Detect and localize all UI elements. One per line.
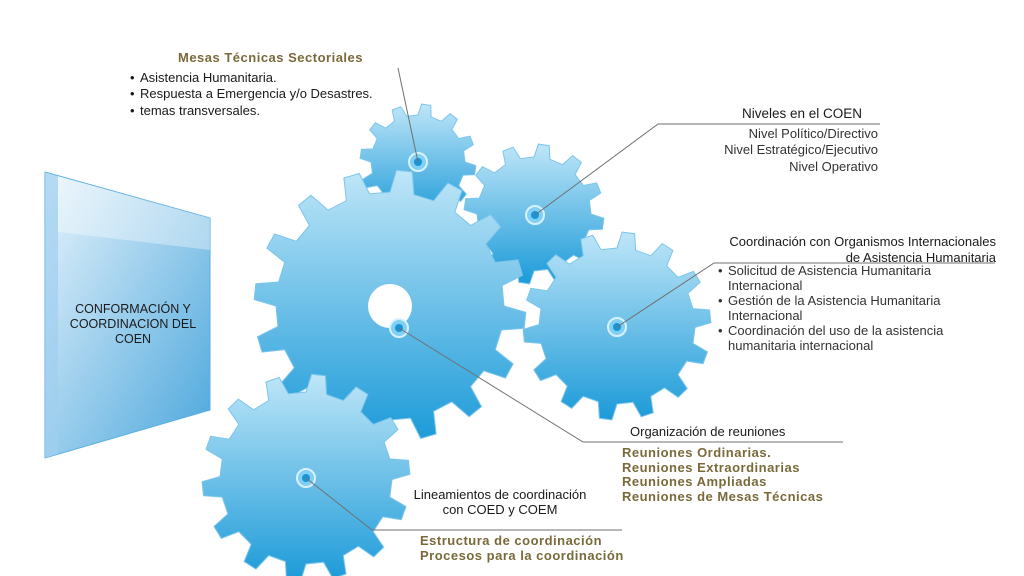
mesas-item: temas transversales.	[130, 103, 373, 120]
gears-group	[201, 103, 712, 576]
niveles-item: Nivel Político/Directivo	[748, 126, 878, 141]
coordinacion-item: Gestión de la Asistencia Humanitaria Int…	[718, 293, 980, 324]
lineamientos-list: Estructura de coordinación Procesos para…	[420, 533, 624, 564]
coordinacion-item: Solicitud de Asistencia Humanitaria Inte…	[718, 263, 980, 294]
niveles-title: Niveles en el COEN	[742, 106, 863, 121]
mesas-title: Mesas Técnicas Sectoriales	[178, 50, 363, 65]
coen-panel-edge	[45, 172, 58, 458]
panel-label-text: CONFORMACIÓN Y COORDINACION DEL COEN	[69, 302, 197, 346]
niveles-item: Nivel Operativo	[789, 158, 878, 174]
coen-panel-highlight	[58, 176, 210, 250]
leader-niveles	[534, 123, 880, 216]
mesas-item: Asistencia Humanitaria.	[130, 70, 373, 87]
leader-mesas	[397, 67, 419, 163]
lineamientos-item: Estructura de coordinación	[420, 533, 603, 548]
lineamientos-item: Procesos para la coordinación	[420, 547, 624, 563]
reuniones-item: Reuniones Extraordinarias	[622, 459, 800, 475]
leader-lineamientos	[305, 477, 622, 531]
reuniones-item: Reuniones de Mesas Técnicas	[622, 488, 824, 504]
lineamientos-title: Lineamientos de coordinación con COED y …	[413, 487, 587, 517]
reuniones-title: Organización de reuniones	[630, 424, 786, 439]
coordinacion-list: Solicitud de Asistencia Humanitaria Inte…	[718, 263, 980, 354]
niveles-list: Nivel Político/Directivo Nivel Estratégi…	[660, 126, 878, 175]
reuniones-item: Reuniones Ordinarias.	[622, 445, 772, 460]
coordinacion-item: Coordinación del uso de la asistencia hu…	[718, 323, 980, 354]
mesas-item: Respuesta a Emergencia y/o Desastres.	[130, 86, 373, 103]
coordinacion-title: Coordinación con Organismos Internaciona…	[729, 234, 996, 266]
mesas-list: Asistencia Humanitaria. Respuesta a Emer…	[130, 70, 373, 119]
leader-reuniones	[398, 327, 843, 443]
niveles-item: Nivel Estratégico/Ejecutivo	[724, 142, 878, 158]
gear-main-hole	[368, 284, 412, 328]
panel-label: CONFORMACIÓN Y COORDINACION DEL COEN	[58, 302, 208, 347]
reuniones-list: Reuniones Ordinarias. Reuniones Extraord…	[622, 445, 824, 504]
reuniones-item: Reuniones Ampliadas	[622, 474, 767, 490]
